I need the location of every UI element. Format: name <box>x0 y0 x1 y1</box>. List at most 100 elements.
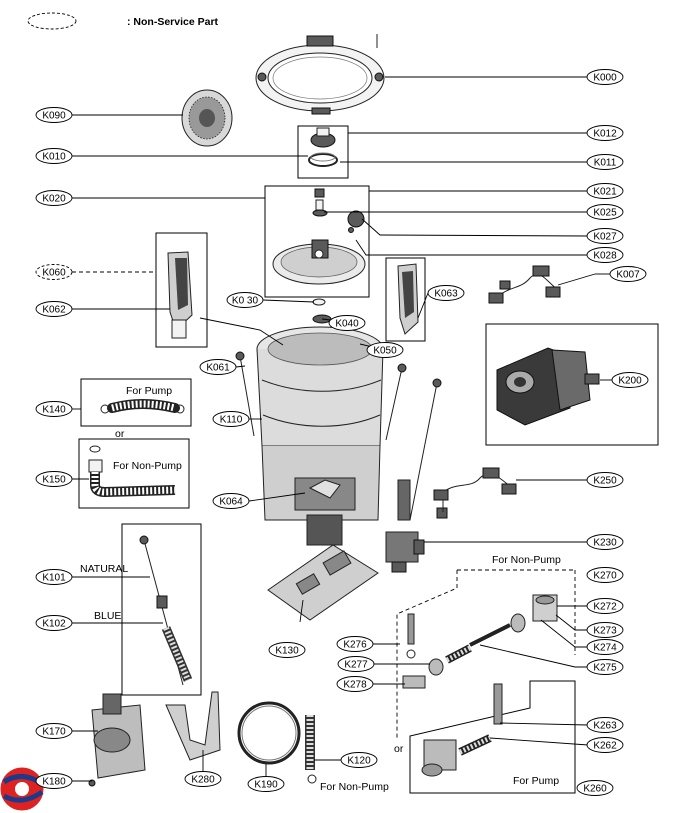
top-cover-ring <box>255 34 385 115</box>
callout-k273: K273 <box>586 622 624 638</box>
callout-k025: K025 <box>586 204 624 220</box>
callout-k274-text: K274 <box>593 643 617 654</box>
drain-hose-non-pump <box>305 715 317 784</box>
callout-k270: K270 <box>586 567 624 583</box>
callout-k260: K260 <box>576 780 614 796</box>
tub-cap-and-bushing <box>297 125 349 179</box>
callout-k190: K190 <box>247 776 285 792</box>
callout-k273-text: K273 <box>593 626 617 637</box>
callout-k200: K200 <box>611 372 649 388</box>
callout-k102: K102 <box>35 615 73 631</box>
caption-blue: BLUE <box>94 610 121 622</box>
drain-valve <box>385 531 425 573</box>
pump-hose-box <box>80 378 192 427</box>
callout-k150: K150 <box>35 471 73 487</box>
wash-tub <box>256 326 384 546</box>
callout-k030: K0 30 <box>226 292 264 308</box>
callout-k272-text: K272 <box>593 602 617 613</box>
caption-for-non-pump-left: For Non-Pump <box>113 460 182 472</box>
callout-k040-text: K040 <box>335 319 359 330</box>
callout-k010: K010 <box>35 148 73 164</box>
callout-k040: K040 <box>328 315 366 331</box>
callout-k120: K120 <box>340 752 378 768</box>
callout-k027-text: K027 <box>593 232 617 243</box>
callout-k064-text: K064 <box>219 497 243 508</box>
callout-k170-text: K170 <box>42 727 66 738</box>
callout-k120-text: K120 <box>347 756 371 767</box>
callout-k020-text: K020 <box>42 194 66 205</box>
caption-or-top: or <box>115 428 125 440</box>
callout-k010-text: K010 <box>42 152 66 163</box>
legend-dashed-oval <box>27 12 77 30</box>
callout-k110-text: K110 <box>220 415 243 426</box>
caption-for-non-pump-bottom: For Non-Pump <box>320 781 389 793</box>
callout-k130: K130 <box>268 642 306 658</box>
callout-k180: K180 <box>35 773 73 789</box>
callout-k000-text: K000 <box>593 73 617 84</box>
callout-k150-text: K150 <box>42 475 66 486</box>
lifter-assembly <box>155 232 208 348</box>
non-pump-drain-assembly <box>396 569 576 738</box>
callout-k090: K090 <box>35 107 73 123</box>
callout-k275-text: K275 <box>593 663 617 674</box>
callout-k050: K050 <box>366 342 404 358</box>
legend-text: : Non-Service Part <box>127 16 219 28</box>
callout-k062: K062 <box>35 301 73 317</box>
callout-k020: K020 <box>35 190 73 206</box>
callout-k280-text: K280 <box>191 775 215 786</box>
caption-for-pump-bottom: For Pump <box>513 775 559 787</box>
caption-or-bottom: or <box>394 743 404 755</box>
callout-k061-text: K061 <box>206 363 230 374</box>
callout-k270-text: K270 <box>593 571 617 582</box>
lint-filter <box>181 89 233 147</box>
pump-drain-assembly <box>409 680 576 794</box>
callout-k021: K021 <box>586 183 624 199</box>
callout-k061: K061 <box>199 359 237 375</box>
callout-k262: K262 <box>586 737 624 753</box>
base-panel <box>267 544 379 621</box>
callout-k007-text: K007 <box>616 270 640 281</box>
callout-k060-text: K060 <box>42 268 66 279</box>
callout-k180-text: K180 <box>42 777 66 788</box>
callout-k263-text: K263 <box>593 721 617 732</box>
callout-k263: K263 <box>586 717 624 733</box>
callout-k000: K000 <box>586 69 624 85</box>
suspension-rods <box>235 351 442 521</box>
callout-k200-text: K200 <box>618 376 642 387</box>
callout-k230-text: K230 <box>593 538 617 549</box>
callout-k277: K277 <box>337 656 375 672</box>
callout-k277-text: K277 <box>344 660 368 671</box>
callout-k063-text: K063 <box>434 289 458 300</box>
callout-k278-text: K278 <box>343 680 367 691</box>
callout-k011: K011 <box>586 154 624 170</box>
callout-k280: K280 <box>184 771 222 787</box>
callout-k250-text: K250 <box>593 476 617 487</box>
caption-for-non-pump-right: For Non-Pump <box>492 554 561 566</box>
suspension-spring <box>121 523 202 696</box>
callout-k278: K278 <box>336 676 374 692</box>
callout-k062-text: K062 <box>42 305 66 316</box>
non-pump-hose-box <box>78 438 190 509</box>
callout-k130-text: K130 <box>275 646 299 657</box>
callout-k260-text: K260 <box>583 784 607 795</box>
callout-k028-text: K028 <box>593 251 617 262</box>
callout-k101-text: K101 <box>42 573 66 584</box>
callout-k021-text: K021 <box>593 187 617 198</box>
callout-k250: K250 <box>586 472 624 488</box>
callout-k275: K275 <box>586 659 624 675</box>
callout-k011-text: K011 <box>594 158 617 169</box>
callout-k063: K063 <box>427 285 465 301</box>
callout-k230: K230 <box>586 534 624 550</box>
caption-for-pump-top: For Pump <box>126 385 172 397</box>
callout-k025-text: K025 <box>593 208 617 219</box>
callout-labels: K000 K012 K011 K021 K025 K027 K028 K007 … <box>35 69 649 796</box>
callout-k060: K060 <box>35 264 73 280</box>
wire-harness-upper <box>488 265 561 304</box>
callout-k101: K101 <box>35 569 73 585</box>
callout-k102-text: K102 <box>42 619 66 630</box>
captions: For Pump or For Non-Pump NATURAL BLUE Fo… <box>80 385 561 793</box>
callout-k064: K064 <box>212 493 250 509</box>
callout-k090-text: K090 <box>42 111 66 122</box>
motor-assembly <box>485 323 659 446</box>
